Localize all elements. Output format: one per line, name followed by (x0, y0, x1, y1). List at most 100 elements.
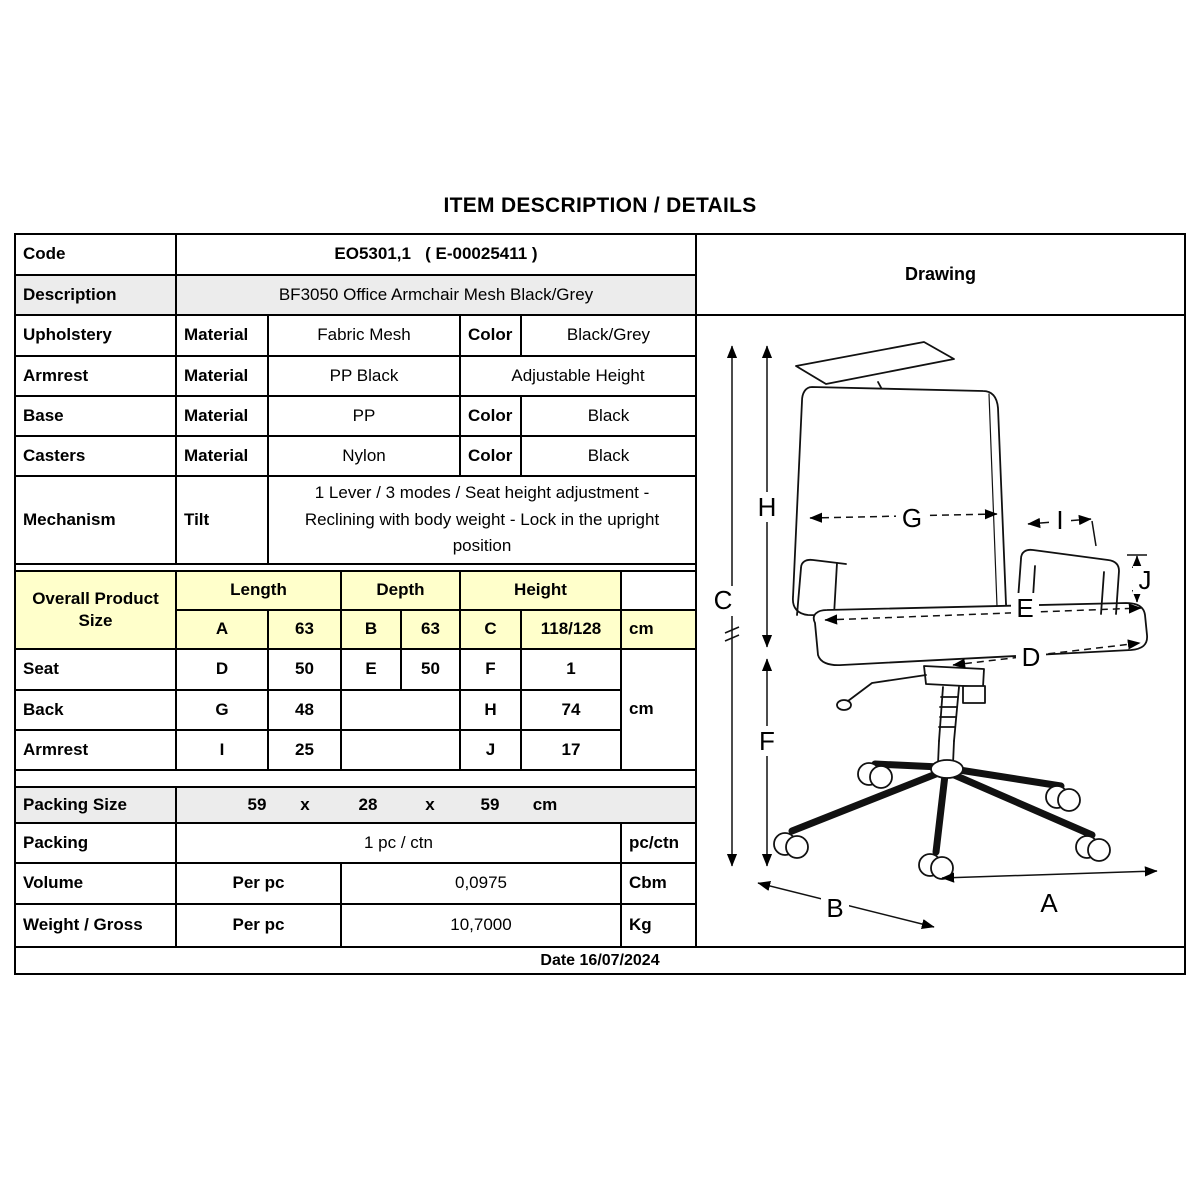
row-code: Code EO5301,1 ( E-00025411 ) (16, 235, 695, 276)
armrest-blank (342, 731, 461, 769)
dim-label-d: D (1022, 642, 1041, 672)
base-color-value: Black (587, 405, 630, 425)
mechanism-value: 1 Lever / 3 modes / Seat height adjustme… (304, 483, 660, 556)
row-upholstery: Upholstery Material Fabric Mesh Color Bl… (16, 316, 695, 357)
row-packing-size: Packing Size 59 x 28 x 59 cm (16, 788, 695, 824)
row-back: Back G 48 H 74 (16, 691, 620, 731)
volume-per: Per pc (177, 864, 342, 903)
spacer-row-2 (16, 771, 695, 788)
overall-size-label: Overall Product Size (16, 572, 177, 648)
row-seat: Seat D 50 E 50 F 1 (16, 650, 620, 691)
overall-b-key: B (342, 611, 402, 648)
row-volume: Volume Per pc 0,0975 Cbm (16, 864, 695, 905)
row-weight: Weight / Gross Per pc 10,7000 Kg (16, 905, 695, 946)
spacer-row-1 (16, 565, 695, 572)
packing-size-x1: x (300, 794, 310, 814)
seat-k2: E (342, 650, 402, 689)
overall-b-value: 63 (402, 611, 461, 648)
upholstery-material-label: Material (177, 316, 269, 355)
seat-v1: 50 (269, 650, 342, 689)
gas-lift (938, 686, 960, 742)
row-base: Base Material PP Color Black (16, 397, 695, 437)
base-hub (930, 759, 964, 779)
dim-line-e (824, 603, 1142, 625)
armrest-note: Adjustable Height (511, 365, 645, 385)
dimension-labels: C H F G I J E (709, 492, 1157, 923)
headrest (795, 341, 955, 385)
back-v1: 48 (269, 691, 342, 729)
overall-c-key: C (461, 611, 522, 648)
tilt-mechanism (923, 665, 985, 688)
mechanism-label: Mechanism (16, 477, 177, 563)
volume-unit: Cbm (629, 873, 667, 893)
casters-wheels (773, 762, 1111, 880)
seat-v2: 50 (402, 650, 461, 689)
left-armrest (796, 558, 847, 616)
row-armrest-size: Armrest I 25 J 17 (16, 731, 620, 769)
seat-k1: D (177, 650, 269, 689)
armrest-label: Armrest (16, 357, 177, 395)
dim-label-c: C (714, 585, 733, 615)
upholstery-color-value: Black/Grey (566, 325, 651, 345)
packing-size-d2: 28 (358, 794, 378, 814)
row-packing: Packing 1 pc / ctn pc/ctn (16, 824, 695, 864)
back-k3: H (461, 691, 522, 729)
description-label: Description (16, 276, 177, 314)
drawing-area: C H F G I J E (697, 316, 1184, 951)
height-header: Height (461, 572, 622, 609)
length-header: Length (177, 572, 342, 609)
code-value: EO5301,1 ( E-00025411 ) (334, 244, 538, 264)
dim-label-a: A (1040, 888, 1058, 918)
packing-size-unit: cm (532, 794, 558, 814)
mechanism-type: Tilt (177, 477, 269, 563)
date-footer: Date 16/07/2024 (16, 946, 1184, 973)
seat (812, 602, 1148, 667)
dim-line-a (941, 866, 1158, 883)
size-column-headers: Length Depth Height (177, 572, 695, 611)
armrest-v3: 17 (561, 739, 581, 759)
base-label: Base (16, 397, 177, 435)
page-title: ITEM DESCRIPTION / DETAILS (443, 194, 757, 217)
dim-line-d (952, 639, 1141, 669)
seat-v3: 1 (566, 659, 576, 679)
back-label: Back (16, 691, 177, 729)
upholstery-color-label: Color (461, 316, 522, 355)
packing-size-label: Packing Size (16, 788, 177, 822)
weight-unit: Kg (629, 915, 652, 935)
armrest-material-label: Material (177, 357, 269, 395)
back-k1: G (177, 691, 269, 729)
weight-label: Weight / Gross (16, 905, 177, 946)
packing-label: Packing (16, 824, 177, 862)
size-header-blank (622, 572, 695, 609)
armrest-size-label: Armrest (16, 731, 177, 769)
packing-size-values: 59 x 28 x 59 cm (177, 788, 695, 822)
packing-unit: pc/ctn (629, 832, 680, 852)
packing-size-d1: 59 (247, 794, 267, 814)
weight-per: Per pc (177, 905, 342, 946)
overall-a-key: A (177, 611, 269, 648)
armrest-k3: J (461, 731, 522, 769)
weight-value: 10,7000 (342, 905, 622, 946)
armrest-k1: I (177, 731, 269, 769)
casters-material-label: Material (177, 437, 269, 475)
seat-label: Seat (16, 650, 177, 689)
back-blank (342, 691, 461, 729)
code-label: Code (16, 235, 177, 274)
casters-color-label: Color (461, 437, 522, 475)
overall-size-values: A 63 B 63 C 118/128 cm (177, 611, 695, 648)
casters-material-value: Nylon (269, 437, 461, 475)
back-v3: 74 (561, 699, 581, 719)
armrest-v1: 25 (269, 731, 342, 769)
packing-size-x2: x (425, 794, 435, 814)
chair-technical-drawing: C H F G I J E (709, 341, 1158, 930)
part-size-unit: cm (629, 699, 654, 719)
dim-label-b: B (826, 893, 843, 923)
base-material-value: PP (269, 397, 461, 435)
drawing-header: Drawing (697, 235, 1184, 316)
drawing-panel: Drawing (697, 235, 1184, 946)
overall-unit: cm (622, 611, 695, 648)
item-description-table: Code EO5301,1 ( E-00025411 ) Description… (14, 233, 1186, 975)
packing-size-d3: 59 (480, 794, 500, 814)
overall-c-value: 118/128 (522, 611, 622, 648)
upholstery-material-value: Fabric Mesh (269, 316, 461, 355)
